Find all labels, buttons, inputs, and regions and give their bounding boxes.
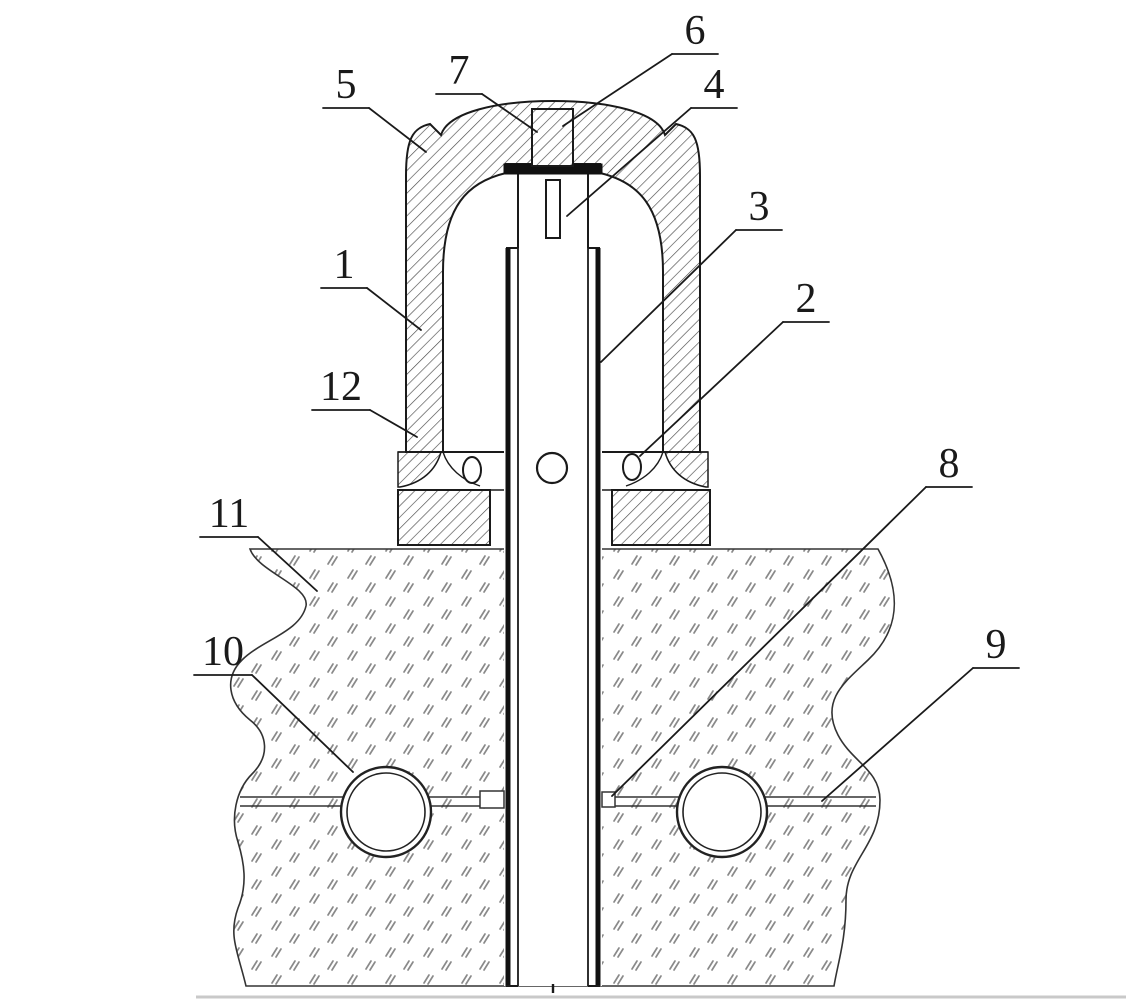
leader-line-5	[368, 107, 427, 153]
top-plug	[531, 108, 574, 167]
part-label-8: 8	[611, 441, 973, 797]
leader-line-6	[562, 53, 673, 127]
part-label-7: 7	[435, 48, 538, 133]
leader-line-3	[600, 229, 737, 363]
label-text-3: 3	[749, 184, 770, 230]
part-label-10: 10	[193, 629, 354, 773]
leader-line-1	[366, 287, 422, 331]
dome-housing-section	[397, 99, 711, 546]
label-text-6: 6	[685, 8, 706, 54]
label-text-1: 1	[334, 242, 355, 288]
leader-line-7	[481, 93, 538, 133]
label-text-9: 9	[986, 622, 1007, 668]
label-text-10: 10	[202, 629, 244, 675]
label-text-7: 7	[449, 48, 470, 94]
left-casing-circle	[339, 765, 433, 859]
leader-line-9	[821, 667, 974, 802]
leader-line-10	[251, 674, 354, 773]
leader-line-11	[257, 536, 318, 592]
part-label-3: 3	[600, 184, 783, 363]
leader-line-12	[369, 409, 418, 438]
tube-interior	[504, 174, 602, 986]
part-label-9: 9	[821, 622, 1020, 802]
leader-line-4	[566, 107, 692, 217]
part-label-5: 5	[322, 62, 427, 153]
part-label-4: 4	[566, 62, 738, 217]
center-port-circle	[535, 451, 569, 485]
label-text-8: 8	[939, 441, 960, 487]
center-tube	[479, 174, 616, 993]
gland-right	[664, 451, 709, 488]
flange-left-block	[397, 489, 491, 546]
gland-left-arc	[442, 451, 481, 487]
label-text-12: 12	[320, 364, 362, 410]
seam-tab-left	[479, 790, 505, 809]
part-label-6: 6	[562, 8, 719, 127]
bolt-right	[622, 453, 642, 481]
part-label-12: 12	[311, 364, 418, 438]
leader-line-2	[639, 321, 784, 457]
part-label-1: 1	[320, 242, 422, 331]
label-text-4: 4	[704, 62, 725, 108]
gland-right-arc	[625, 451, 664, 487]
top-assembly	[503, 108, 603, 239]
gland-left	[397, 451, 442, 488]
leader-line-8	[611, 486, 927, 797]
part-label-11: 11	[199, 491, 318, 592]
part-label-2: 2	[639, 276, 830, 457]
label-text-2: 2	[796, 276, 817, 322]
bolt-left	[462, 456, 482, 484]
inner-pin	[545, 179, 561, 239]
label-text-5: 5	[336, 62, 357, 108]
label-text-11: 11	[209, 491, 249, 537]
flange-right-block	[611, 489, 711, 546]
right-casing-circle	[675, 765, 769, 859]
